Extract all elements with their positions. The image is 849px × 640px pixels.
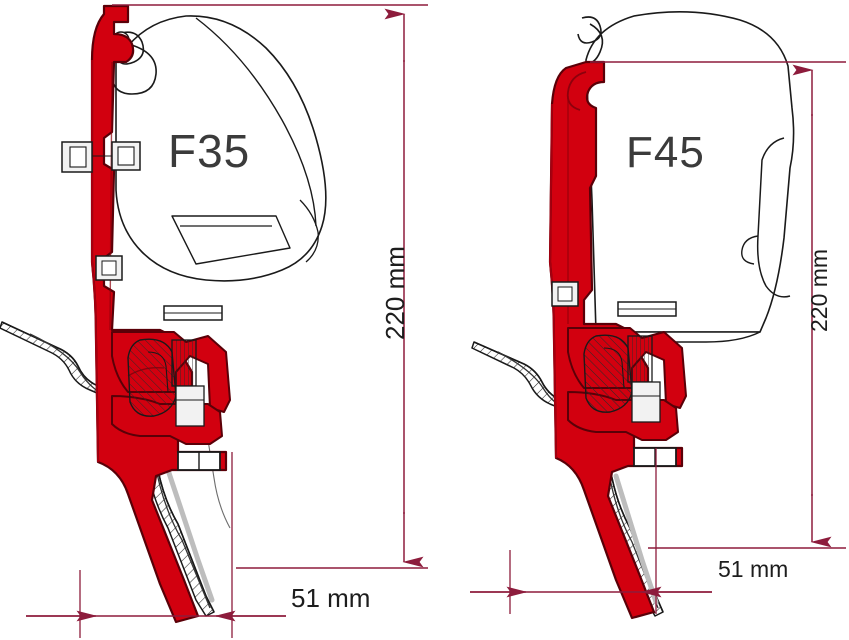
top-nut-f45 [617, 301, 677, 317]
base-nut-f45 [633, 447, 677, 467]
base-nut-f35 [177, 451, 221, 471]
dimension-label-width-f35: 51 mm [291, 583, 371, 613]
dimension-lines-f35 [26, 4, 428, 638]
dimension-label-width-f45: 51 mm [718, 556, 789, 582]
dimension-label-height-f45: 220 mm [806, 248, 832, 332]
clamp-pad-f45 [583, 334, 633, 413]
dimension-label-height-f35: 220 mm [380, 246, 410, 340]
clamp-bolt-f45 [627, 335, 661, 423]
clamp-pad-f35 [127, 338, 177, 417]
top-nut-f35 [163, 305, 223, 321]
rail-bolt-upper-f35 [61, 141, 141, 173]
view-f35 [0, 4, 428, 638]
view-f45 [470, 11, 846, 620]
rail-bolt-f45 [551, 281, 579, 307]
rail-bolt-lower-f35 [95, 255, 123, 281]
dimension-lines-f45 [470, 61, 846, 614]
awning-case-outline-f35 [115, 15, 327, 282]
clamp-bolt-f35 [171, 339, 205, 427]
